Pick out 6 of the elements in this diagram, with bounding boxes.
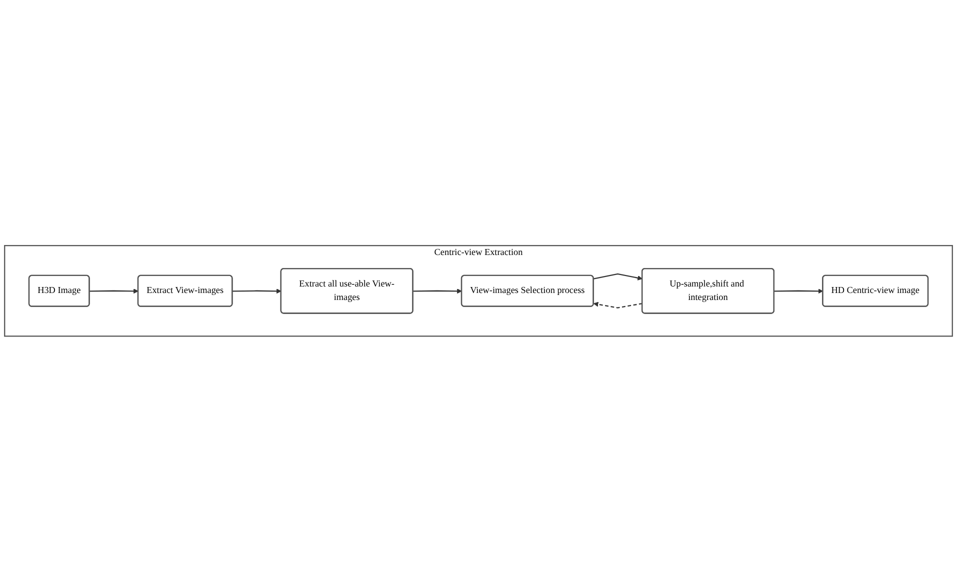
arrow xyxy=(413,288,462,294)
arrow xyxy=(774,288,824,294)
arrow xyxy=(232,288,282,294)
arrow xyxy=(90,288,138,294)
arrow xyxy=(593,301,642,308)
arrow xyxy=(593,273,643,280)
